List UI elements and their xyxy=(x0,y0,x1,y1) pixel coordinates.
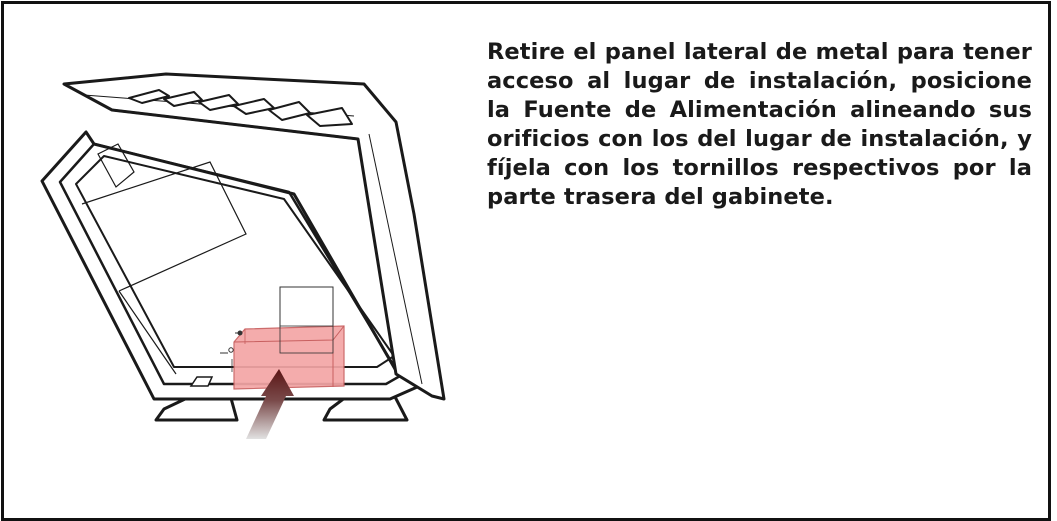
case-vent xyxy=(189,376,214,387)
psu-unit xyxy=(233,325,345,390)
pc-case-psu-installation-icon xyxy=(40,72,446,439)
insert-arrow-icon xyxy=(246,369,294,439)
case-interior xyxy=(81,143,247,375)
instruction-text: Retire el panel lateral de metal para te… xyxy=(487,39,1032,210)
psu-screws xyxy=(220,330,243,372)
top-vents xyxy=(128,89,353,127)
